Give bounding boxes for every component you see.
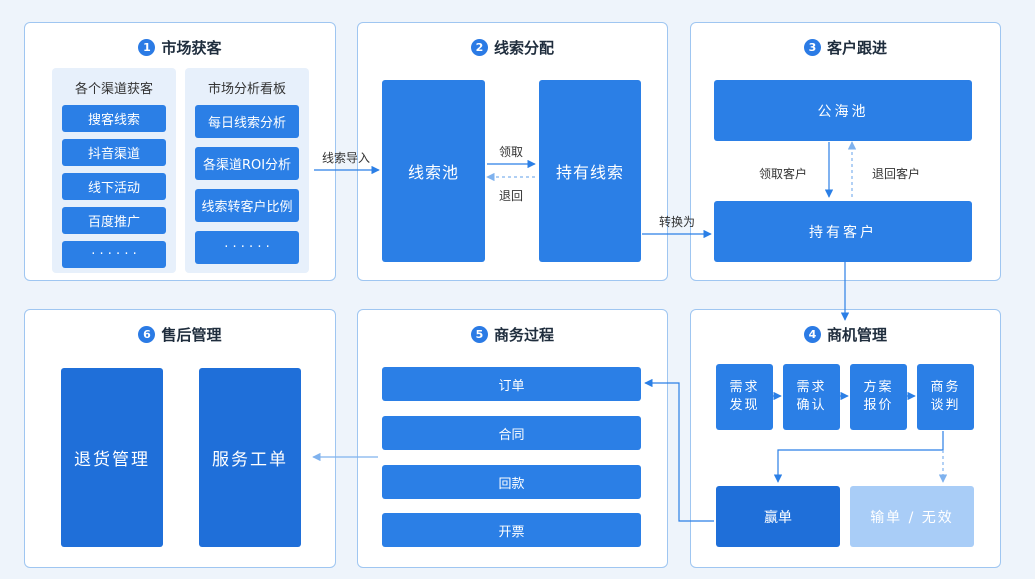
panel-after-sales: 6 售后管理 退货管理 服务工单	[24, 309, 336, 568]
stage-line: 谈判	[930, 398, 961, 413]
panel-title-text: 商机管理	[826, 326, 887, 344]
claim-customer-label: 领取客户	[759, 167, 808, 181]
returns-management-box[interactable]: 退货管理	[61, 368, 163, 547]
dashboard-column: 市场分析看板 每日线索分析 各渠道ROI分析 线索转客户比例 · · · · ·…	[185, 68, 309, 273]
dashboard-item[interactable]: 各渠道ROI分析	[195, 147, 299, 180]
dashboard-item[interactable]: 线索转客户比例	[195, 189, 299, 222]
payment-box[interactable]: 回款	[382, 465, 641, 499]
channels-column-title: 各个渠道获客	[74, 82, 153, 97]
return-customer-label: 退回客户	[872, 167, 921, 181]
panel-title-text: 市场获客	[161, 39, 222, 57]
panel-title: 4 商机管理	[691, 324, 1000, 345]
stage-demand-confirm[interactable]: 需求 确认	[783, 364, 840, 430]
lose-deal-box[interactable]: 输单 / 无效	[850, 486, 974, 547]
order-box[interactable]: 订单	[382, 367, 641, 401]
stage-negotiation[interactable]: 商务 谈判	[917, 364, 974, 430]
contract-box[interactable]: 合同	[382, 416, 641, 450]
stage-line: 方案	[863, 380, 894, 395]
panel-title: 1 市场获客	[25, 37, 335, 58]
stage-line: 商务	[930, 380, 961, 395]
stage-quotation[interactable]: 方案 报价	[850, 364, 907, 430]
win-deal-box[interactable]: 赢单	[716, 486, 840, 547]
return-label: 退回	[499, 189, 524, 203]
convert-label: 转换为	[659, 215, 696, 229]
invoice-box[interactable]: 开票	[382, 513, 641, 547]
channel-item-more[interactable]: · · · · · ·	[62, 241, 166, 268]
held-leads-box[interactable]: 持有线索	[539, 80, 641, 262]
panel-title: 3 客户跟进	[691, 37, 1000, 58]
channels-column: 各个渠道获客 搜客线索 抖音渠道 线下活动 百度推广 · · · · · ·	[52, 68, 176, 273]
claim-label: 领取	[499, 145, 524, 159]
channel-item[interactable]: 抖音渠道	[62, 139, 166, 166]
panel-market-acquisition: 1 市场获客 各个渠道获客 搜客线索 抖音渠道 线下活动 百度推广 · · · …	[24, 22, 336, 281]
panel-title: 2 线索分配	[358, 37, 667, 58]
panel-title-text: 商务过程	[493, 326, 554, 344]
dashboard-item[interactable]: 每日线索分析	[195, 105, 299, 138]
stage-line: 发现	[729, 398, 760, 413]
channel-item[interactable]: 百度推广	[62, 207, 166, 234]
panel-customer-followup: 3 客户跟进 公海池 持有客户 领取客户 退回客户	[690, 22, 1001, 281]
held-customer-box[interactable]: 持有客户	[714, 201, 972, 262]
public-pool-box[interactable]: 公海池	[714, 80, 972, 141]
stage-line: 需求	[729, 380, 760, 395]
step-number-badge: 5	[470, 326, 488, 343]
channel-item[interactable]: 搜客线索	[62, 105, 166, 132]
step-number-badge: 3	[803, 39, 821, 56]
panel-title: 6 售后管理	[25, 324, 335, 345]
channel-item[interactable]: 线下活动	[62, 173, 166, 200]
stage-line: 需求	[796, 380, 827, 395]
panel-title-text: 线索分配	[493, 39, 554, 57]
step-number-badge: 2	[470, 39, 488, 56]
lead-pool-box[interactable]: 线索池	[382, 80, 485, 262]
service-ticket-box[interactable]: 服务工单	[199, 368, 301, 547]
step-number-badge: 6	[138, 326, 156, 343]
stage-line: 确认	[796, 398, 827, 413]
panel-lead-distribution: 2 线索分配 线索池 持有线索 领取 退回	[357, 22, 668, 281]
panel-opportunity-management: 4 商机管理 需求 发现 需求 确认 方案 报价 商务 谈判 赢单 输单 / 无…	[690, 309, 1001, 568]
panel-title-text: 售后管理	[161, 326, 222, 344]
panel-business-process: 5 商务过程 订单 合同 回款 开票	[357, 309, 668, 568]
panel-title-text: 客户跟进	[826, 39, 887, 57]
dashboard-column-title: 市场分析看板	[207, 82, 286, 97]
step-number-badge: 4	[803, 326, 821, 343]
stage-line: 报价	[863, 398, 894, 413]
stage-demand-discovery[interactable]: 需求 发现	[716, 364, 773, 430]
lead-import-label: 线索导入	[322, 151, 371, 165]
dashboard-item-more[interactable]: · · · · · ·	[195, 231, 299, 264]
step-number-badge: 1	[138, 39, 156, 56]
panel-title: 5 商务过程	[358, 324, 667, 345]
